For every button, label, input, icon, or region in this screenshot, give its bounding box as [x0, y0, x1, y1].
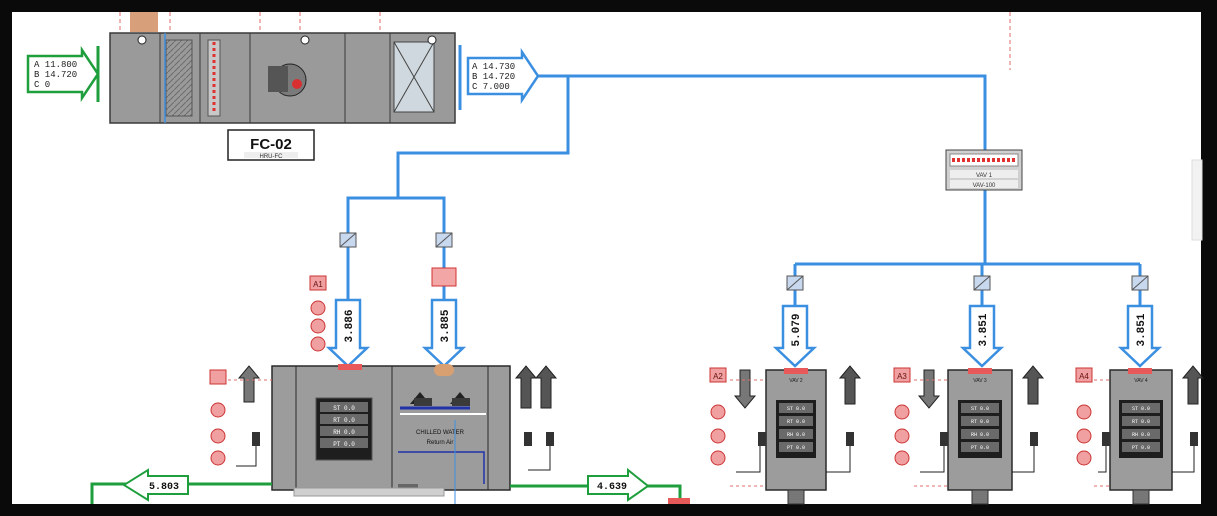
heat-recovery-icon — [394, 42, 434, 112]
svg-text:ST 0.0: ST 0.0 — [333, 405, 355, 412]
side-scroll-handle[interactable] — [1192, 160, 1202, 240]
small-unit-1-flow: 5.079 — [791, 313, 803, 346]
dist-sublabel: VAV-100 — [973, 183, 996, 189]
svg-text:ST 0.0: ST 0.0 — [971, 406, 989, 412]
svg-text:ST 0.0: ST 0.0 — [1132, 406, 1150, 412]
svg-text:A4: A4 — [1079, 372, 1089, 381]
ahu-title: FC-02 — [250, 136, 292, 153]
alarm-damper — [432, 268, 456, 286]
ahu-title-box: FC-02 HRU-FC — [228, 130, 314, 160]
svg-text:PT 0.0: PT 0.0 — [787, 445, 805, 451]
inlet-line-3: C 0 — [34, 80, 50, 90]
small-unit-2-flow: 3.851 — [978, 313, 990, 346]
ahu-outlet-arrow: A 14.730 B 14.720 C 7.000 — [468, 52, 538, 100]
top-marker — [130, 12, 158, 32]
ahu-subtitle: HRU-FC — [260, 154, 284, 160]
inlet-line-1: A 11.800 — [34, 60, 77, 70]
outlet-line-2: B 14.720 — [472, 72, 515, 82]
distribution-box[interactable]: VAV 1 VAV-100 — [946, 150, 1022, 190]
outlet-line-1: A 14.730 — [472, 62, 515, 72]
svg-text:A2: A2 — [713, 372, 723, 381]
svg-text:VAV 2: VAV 2 — [789, 378, 803, 384]
svg-text:ST 0.0: ST 0.0 — [787, 406, 805, 412]
outlet-line-3: C 7.000 — [472, 82, 510, 92]
heating-coil — [208, 40, 220, 116]
filter-section — [166, 40, 192, 116]
small-unit-3-flow: 3.851 — [1136, 313, 1148, 346]
big-unit-mid-2: Return Air — [427, 440, 454, 446]
ahu-fc02[interactable] — [110, 33, 460, 123]
svg-text:RH 0.0: RH 0.0 — [333, 429, 355, 436]
svg-text:RH 0.0: RH 0.0 — [1132, 432, 1150, 438]
svg-text:PT 0.0: PT 0.0 — [971, 445, 989, 451]
fan-icon — [268, 64, 306, 96]
svg-text:PT 0.0: PT 0.0 — [333, 441, 355, 448]
exhaust-flow: 4.639 — [597, 482, 627, 493]
bottom-label-bar — [294, 488, 444, 496]
svg-text:RT 0.0: RT 0.0 — [1132, 419, 1150, 425]
big-unit-mid-1: CHILLED WATER — [416, 430, 465, 436]
svg-text:VAV 4: VAV 4 — [1134, 378, 1148, 384]
svg-text:RT 0.0: RT 0.0 — [333, 417, 355, 424]
supply-flow-1: 3.886 — [344, 309, 356, 342]
dist-label: VAV 1 — [976, 173, 993, 179]
supply-flow-2: 3.885 — [440, 309, 452, 342]
svg-text:A3: A3 — [897, 372, 907, 381]
big-unit-tag-left — [210, 370, 226, 384]
svg-text:RH 0.0: RH 0.0 — [787, 432, 805, 438]
return-flow: 5.803 — [149, 482, 179, 493]
svg-text:VAV 3: VAV 3 — [973, 378, 987, 384]
svg-text:RH 0.0: RH 0.0 — [971, 432, 989, 438]
svg-text:PT 0.0: PT 0.0 — [1132, 445, 1150, 451]
svg-text:RT 0.0: RT 0.0 — [971, 419, 989, 425]
ahu-inlet-arrow: A 11.800 B 14.720 C 0 — [28, 50, 98, 98]
big-unit-tag-top: A1 — [313, 280, 323, 289]
inlet-line-2: B 14.720 — [34, 70, 77, 80]
big-unit[interactable]: ST 0.0 RT 0.0 RH 0.0 PT 0.0 CHILLED WATE… — [272, 364, 510, 492]
svg-text:RT 0.0: RT 0.0 — [787, 419, 805, 425]
